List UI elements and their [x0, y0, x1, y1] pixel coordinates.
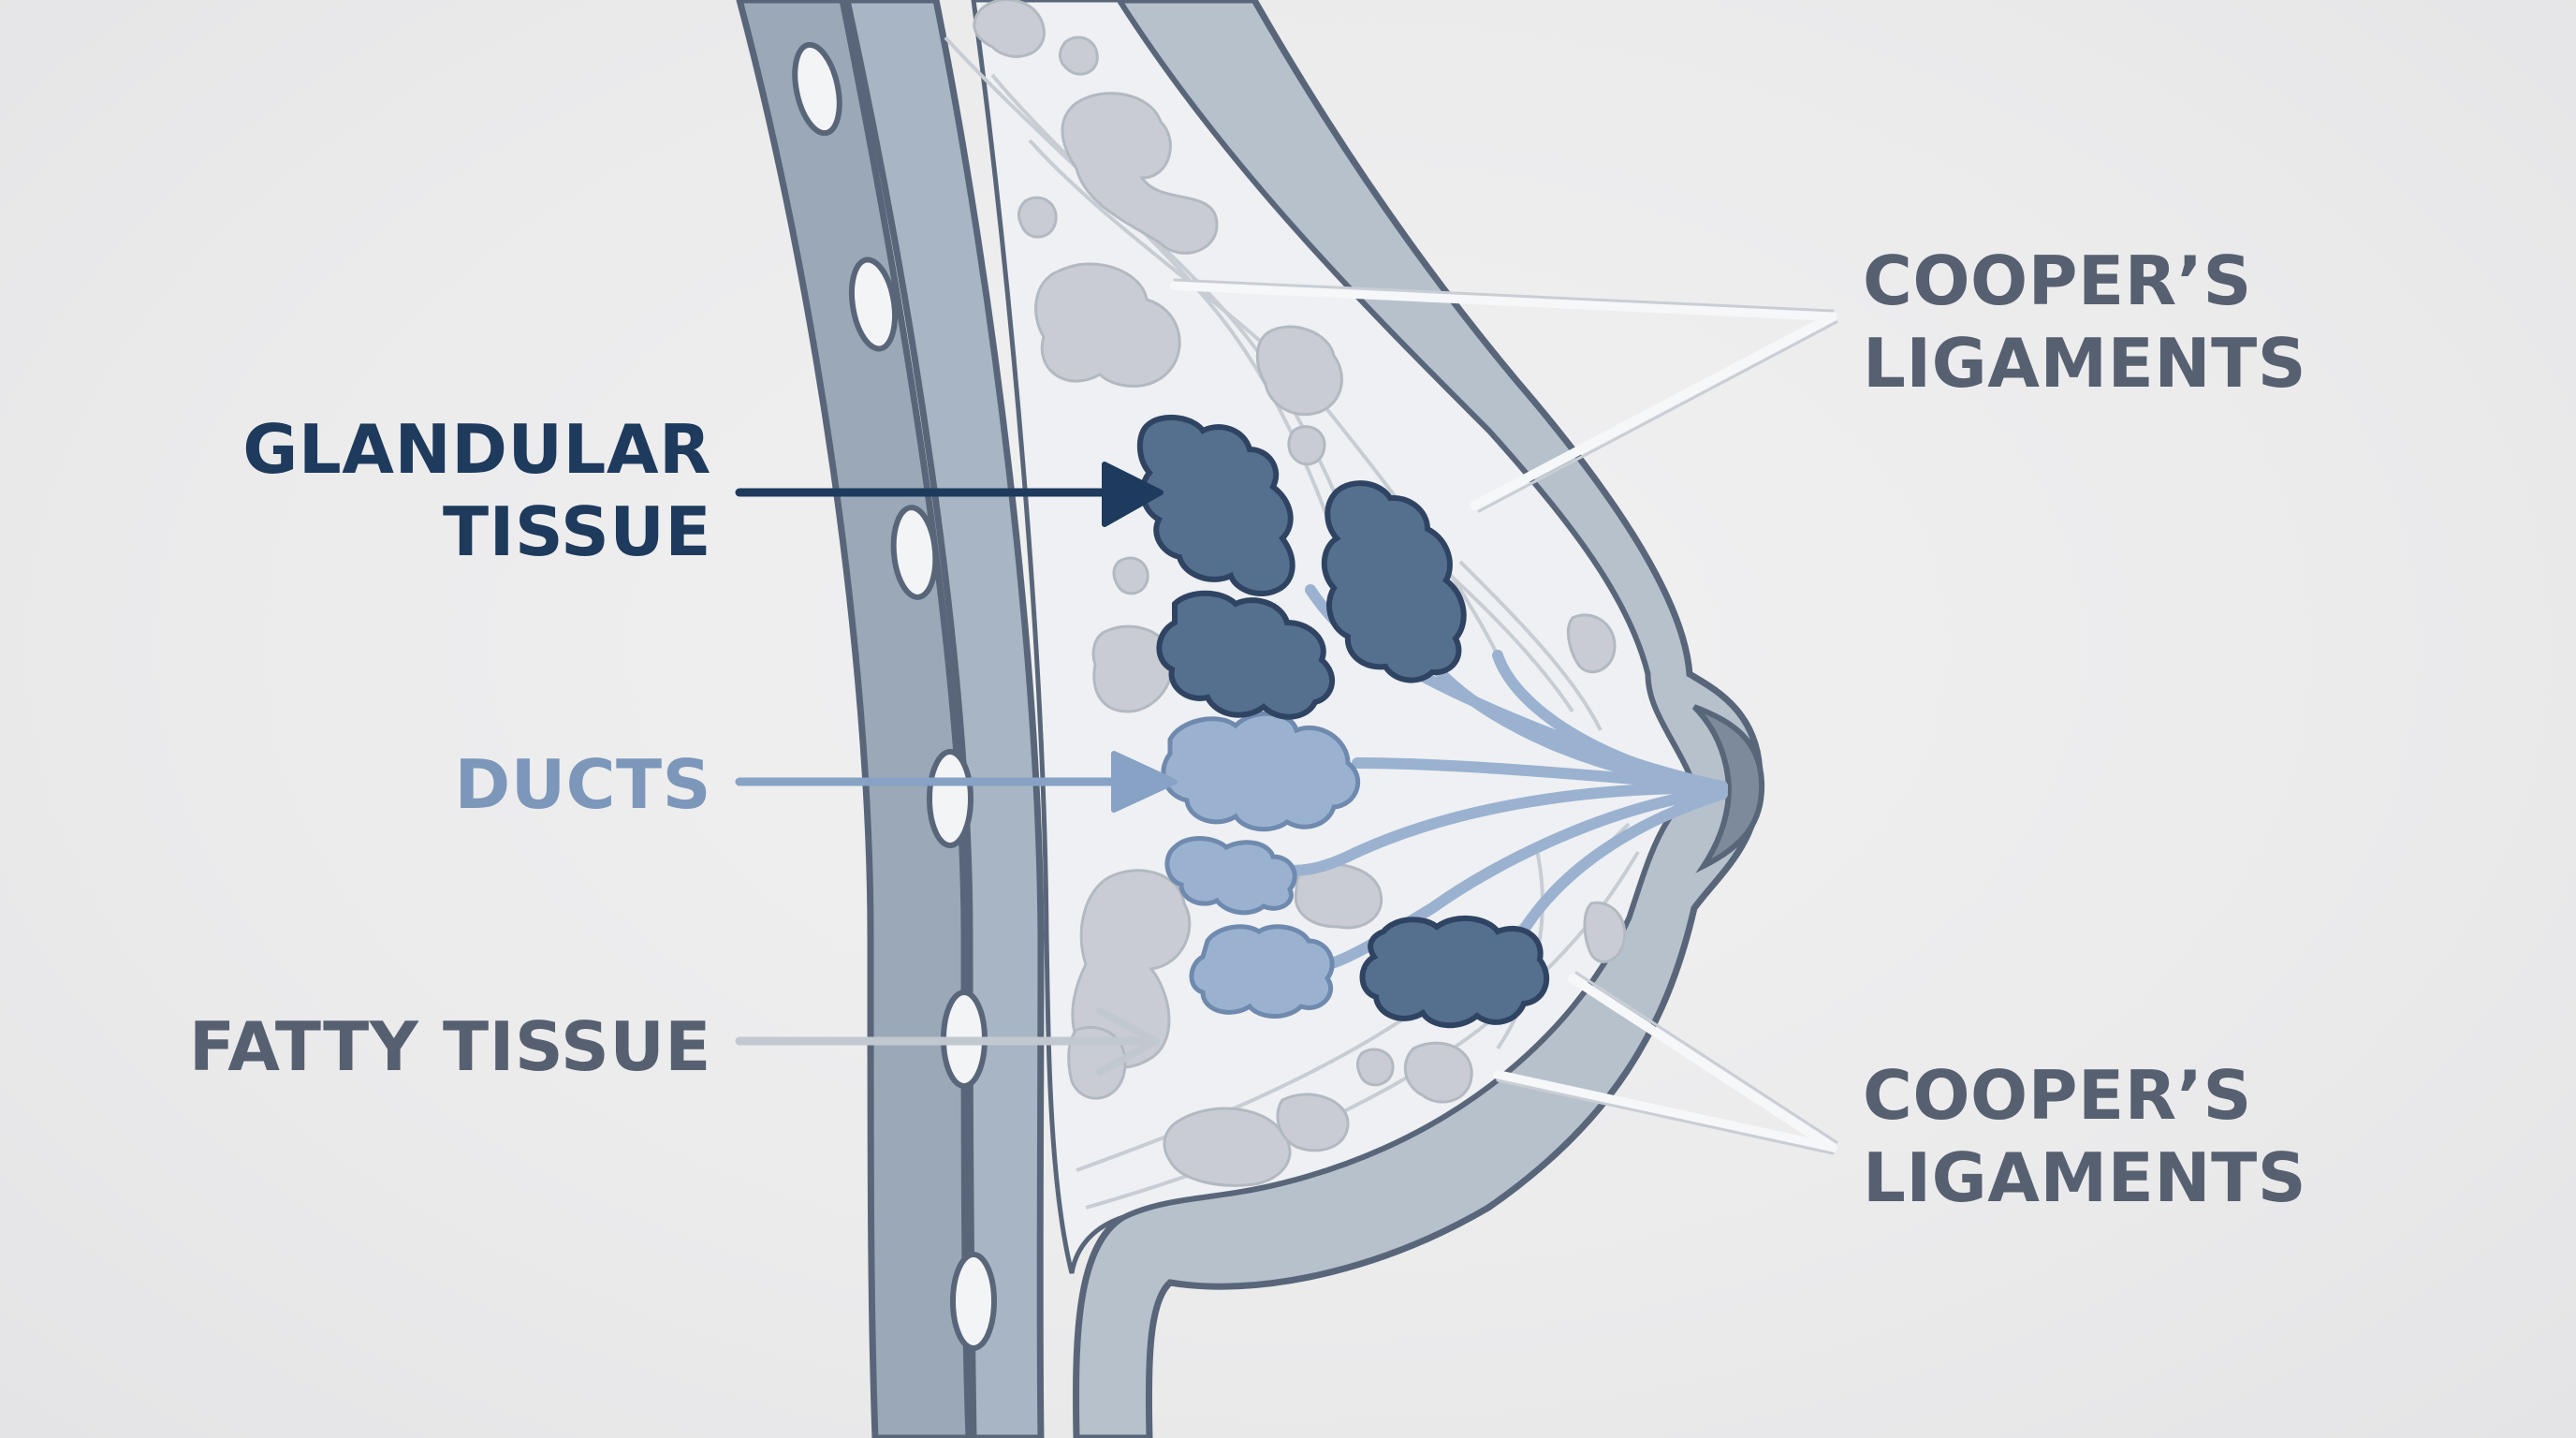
coopers-bottom-line2: LIGAMENTS [1863, 1137, 2306, 1219]
ducts-label-text: DUCTS [187, 743, 711, 826]
glandular-label-line1: GLANDULAR [187, 408, 711, 491]
glandular-label-line2: TISSUE [187, 491, 711, 573]
coopers-ligaments-label-bottom: COOPER’S LIGAMENTS [1863, 1054, 2306, 1219]
rib-4 [929, 752, 971, 845]
coopers-top-line2: LIGAMENTS [1863, 322, 2306, 404]
coopers-ligaments-label-top: COOPER’S LIGAMENTS [1863, 240, 2306, 404]
glandular-tissue-label: GLANDULAR TISSUE [187, 408, 711, 573]
coopers-bottom-line1: COOPER’S [1863, 1054, 2306, 1137]
chest-wall [739, 0, 1041, 1438]
fatty-tissue-label: FATTY TISSUE [140, 1005, 711, 1088]
fatty-label-text: FATTY TISSUE [140, 1005, 711, 1088]
ducts-label: DUCTS [187, 743, 711, 826]
coopers-top-line1: COOPER’S [1863, 240, 2306, 322]
rib-6 [953, 1255, 994, 1348]
